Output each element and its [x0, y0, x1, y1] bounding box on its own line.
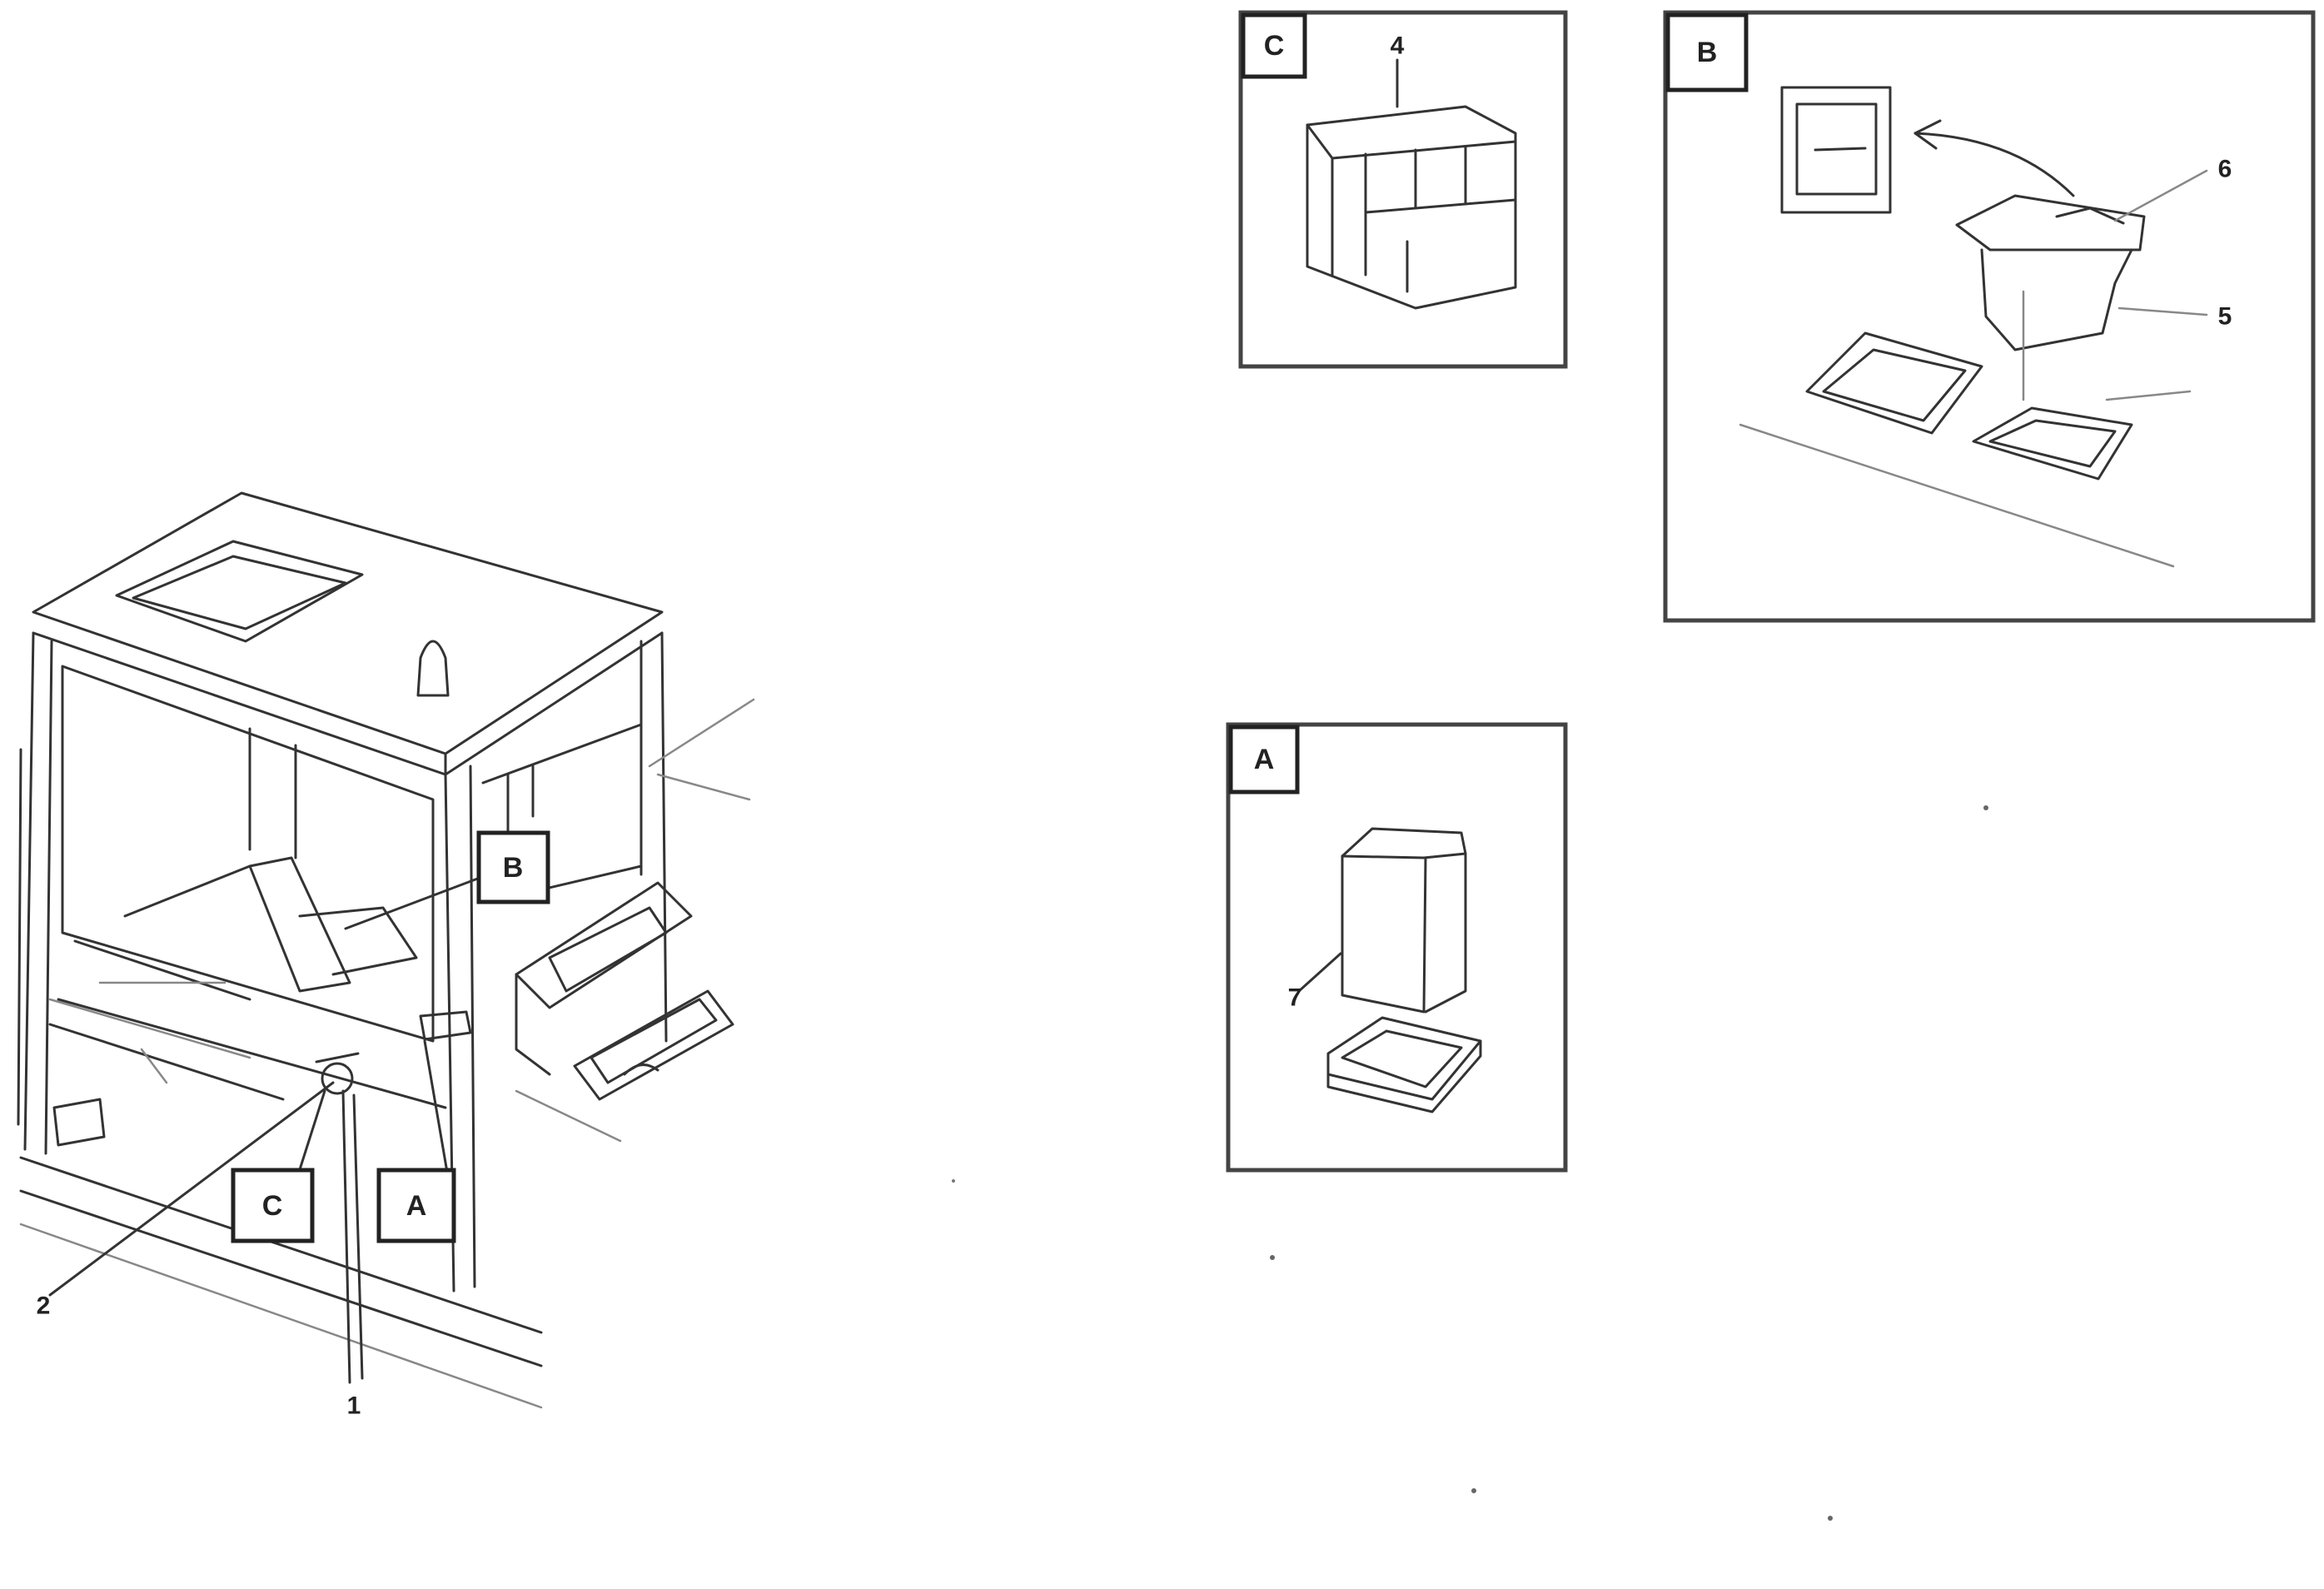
cab-assembly: [17, 491, 755, 1409]
leader-a: [423, 1039, 451, 1188]
scan-speckles: [952, 805, 1988, 1521]
svg-text:C: C: [1264, 30, 1285, 62]
part-number-2: 2: [37, 1293, 51, 1320]
beacon-icon: [416, 640, 450, 697]
leader-b: [344, 869, 501, 930]
callout-main-c: C: [231, 1168, 315, 1243]
part-number-6: 6: [2218, 156, 2232, 183]
svg-text:A: A: [406, 1190, 427, 1222]
part-number-4: 4: [1391, 32, 1405, 60]
detail-panel-c: C 4: [1238, 10, 1568, 369]
part-number-7: 7: [1288, 984, 1302, 1012]
leader-2: [48, 1081, 335, 1297]
part-number-5: 5: [2218, 303, 2232, 331]
part-number-1: 1: [347, 1392, 361, 1420]
switch-symbol-icon: [1814, 147, 1867, 152]
leader-c: [294, 1089, 326, 1184]
callout-main-b: B: [476, 830, 550, 904]
svg-text:C: C: [262, 1190, 283, 1222]
leader-1: [341, 1089, 351, 1384]
svg-text:B: B: [503, 852, 524, 884]
callout-main-a: A: [376, 1168, 456, 1243]
detail-panel-a: A 7: [1226, 722, 1568, 1173]
detail-panel-b: B 6 5: [1663, 10, 2316, 623]
svg-text:A: A: [1254, 744, 1275, 775]
svg-text:B: B: [1697, 37, 1718, 68]
